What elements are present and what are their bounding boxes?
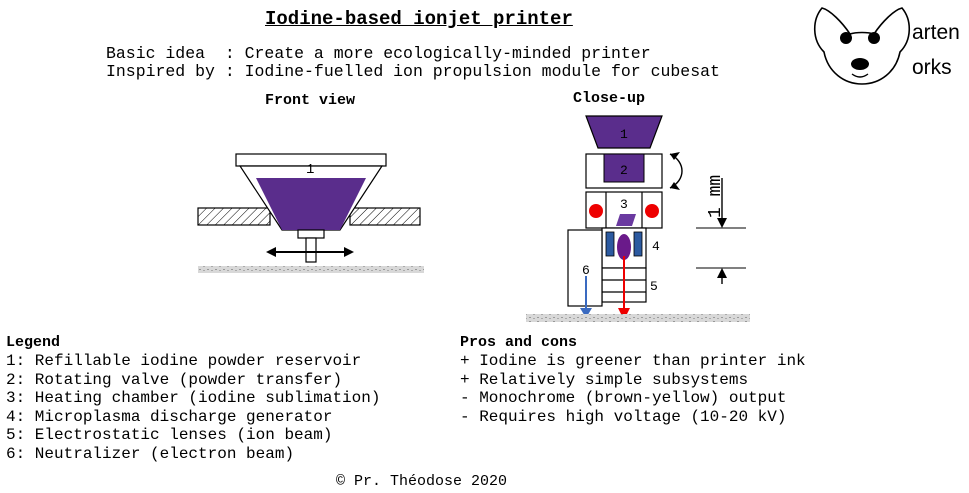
legend-item: 2: Rotating valve (powder transfer) — [6, 370, 343, 389]
basic-idea-value: Create a more ecologically-minded printe… — [244, 44, 651, 63]
closeup-paper — [526, 314, 750, 322]
heater-left — [589, 204, 603, 218]
basic-idea-row: Basic idea : Create a more ecologically-… — [106, 44, 651, 63]
closeup-label-4: 4 — [652, 239, 660, 254]
logo-text-top: arten — [912, 21, 960, 44]
closeup-label-1: 1 — [620, 127, 628, 142]
front-iodine-powder — [256, 178, 366, 230]
scale-bar — [696, 178, 746, 284]
dog-eye-right — [868, 32, 880, 44]
closeup-label-5: 5 — [650, 279, 658, 294]
dog-head-icon — [813, 7, 911, 85]
movement-arrow — [266, 247, 354, 257]
inspired-by-label: Inspired by : — [106, 62, 245, 81]
mounting-plate — [197, 207, 421, 226]
electrode-left — [605, 231, 615, 257]
logo-text-bottom: orks — [912, 56, 952, 79]
pros-cons-item: + Relatively simple subsystems — [460, 370, 749, 389]
scale-label: 1 mm — [706, 175, 726, 218]
front-reservoir — [235, 153, 387, 263]
front-reservoir-label: 1 — [306, 162, 314, 178]
legend-item: 5: Electrostatic lenses (ion beam) — [6, 426, 333, 444]
legend-list: 1: Refillable iodine powder reservoir 2:… — [6, 352, 380, 463]
electrode-right — [633, 231, 643, 257]
pros-cons-item: - Monochrome (brown-yellow) output — [460, 389, 787, 407]
inspired-by-row: Inspired by : Iodine-fuelled ion propuls… — [106, 62, 720, 81]
pros-cons-item: + Iodine is greener than printer ink — [460, 352, 806, 370]
legend-title: Legend — [6, 334, 61, 351]
plasma — [617, 234, 631, 260]
iodine-vapour — [616, 214, 636, 226]
closeup-reservoir — [585, 115, 663, 149]
front-view-diagram: 1 — [197, 153, 424, 273]
dog-nose — [851, 58, 869, 70]
front-paper — [198, 266, 424, 273]
rotation-arrow — [669, 153, 683, 189]
dog-eye-left — [840, 32, 852, 44]
legend-item: 3: Heating chamber (iodine sublimation) — [6, 389, 381, 407]
closeup-label-6: 6 — [582, 263, 590, 278]
front-view-title: Front view — [265, 92, 356, 109]
pros-cons-item: - Requires high voltage (10-20 kV) — [460, 407, 787, 426]
pros-cons-title: Pros and cons — [460, 334, 578, 351]
closeup-label-2: 2 — [620, 163, 628, 178]
legend-item: 4: Microplasma discharge generator — [6, 407, 333, 426]
copyright: © Pr. Théodose 2020 — [336, 473, 508, 490]
logo — [813, 7, 911, 85]
closeup-label-3: 3 — [620, 197, 628, 212]
electron-beam — [580, 276, 592, 318]
close-up-title: Close-up — [573, 90, 646, 107]
pros-cons-list: + Iodine is greener than printer ink + R… — [460, 352, 806, 426]
close-up-diagram: 1 2 3 4 5 6 — [526, 115, 750, 322]
inspired-by-value: Iodine-fuelled ion propulsion module for… — [244, 62, 720, 81]
legend-item: 1: Refillable iodine powder reservoir — [6, 352, 362, 370]
rotating-valve — [603, 153, 645, 183]
basic-idea-label: Basic idea : — [106, 44, 245, 63]
page-title: Iodine-based ionjet printer — [265, 8, 573, 30]
heater-right — [645, 204, 659, 218]
legend-item: 6: Neutralizer (electron beam) — [6, 444, 295, 463]
